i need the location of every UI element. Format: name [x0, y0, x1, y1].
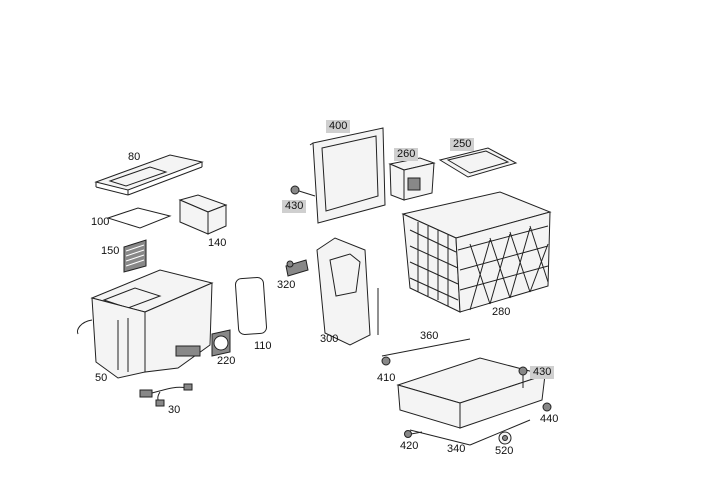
- label-50: 50: [95, 372, 108, 384]
- label-410: 410: [377, 372, 396, 384]
- part-hinge: [285, 259, 309, 277]
- label-430-lower: 430: [530, 366, 555, 379]
- part-gasket-ring: [106, 207, 172, 229]
- part-grille: [123, 239, 147, 273]
- label-320: 320: [277, 279, 296, 291]
- label-250: 250: [450, 138, 475, 151]
- label-340: 340: [447, 443, 466, 455]
- label-300: 300: [320, 333, 339, 345]
- label-100: 100: [91, 216, 110, 228]
- part-cable: [139, 383, 193, 407]
- part-base-plate: [396, 357, 547, 446]
- part-small-tray: [438, 147, 518, 178]
- part-cover-box: [178, 194, 228, 235]
- label-400: 400: [326, 120, 351, 133]
- label-220: 220: [217, 355, 236, 367]
- label-280: 280: [492, 306, 511, 318]
- part-main-housing: [77, 269, 214, 379]
- part-bolt-upper: [290, 185, 316, 197]
- label-30: 30: [168, 404, 181, 416]
- label-260: 260: [394, 148, 419, 161]
- part-lid-tray: [94, 154, 204, 196]
- part-rod: [377, 288, 471, 357]
- label-520: 520: [495, 445, 514, 457]
- label-140: 140: [208, 237, 227, 249]
- label-80: 80: [128, 151, 141, 163]
- label-420: 420: [400, 440, 419, 452]
- part-fan: [211, 329, 231, 357]
- label-150: 150: [101, 245, 120, 257]
- part-screw-410: [381, 356, 391, 366]
- part-frame-gasket: [234, 276, 268, 336]
- label-360: 360: [420, 330, 439, 342]
- part-small-bin: [388, 157, 436, 201]
- label-430-upper: 430: [282, 200, 307, 213]
- part-foot: [498, 431, 512, 445]
- label-440: 440: [540, 413, 559, 425]
- part-nut-440: [542, 402, 552, 412]
- part-side-panel: [316, 237, 371, 346]
- label-110: 110: [254, 340, 272, 352]
- part-door-panel: [309, 127, 386, 224]
- part-bolt-lower: [518, 366, 528, 388]
- part-screw-420: [404, 430, 423, 438]
- part-wire-basket: [401, 191, 552, 313]
